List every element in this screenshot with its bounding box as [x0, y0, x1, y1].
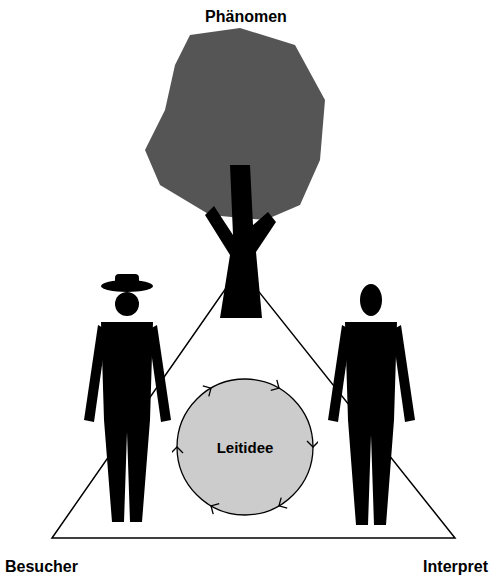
cycle-arrowhead: [211, 504, 219, 514]
figure-label: Besucher: [5, 558, 78, 576]
cycle-arrowhead: [271, 380, 279, 390]
circle-shape: [177, 379, 313, 515]
cycle-arrowhead: [279, 498, 287, 508]
cycle-arrowhead: [172, 447, 183, 453]
cycle-arrowhead: [203, 386, 211, 396]
figure-label: Phänomen: [205, 8, 287, 26]
node-text: Leitidee: [217, 439, 274, 456]
cycle-arrowhead: [307, 441, 318, 447]
interpreter-figure: [328, 284, 415, 525]
tree-trunk: [205, 165, 276, 318]
visitor-figure: [84, 274, 171, 522]
idea-circle: Leitidee: [172, 374, 318, 520]
figure-label: Interpret: [423, 558, 488, 576]
